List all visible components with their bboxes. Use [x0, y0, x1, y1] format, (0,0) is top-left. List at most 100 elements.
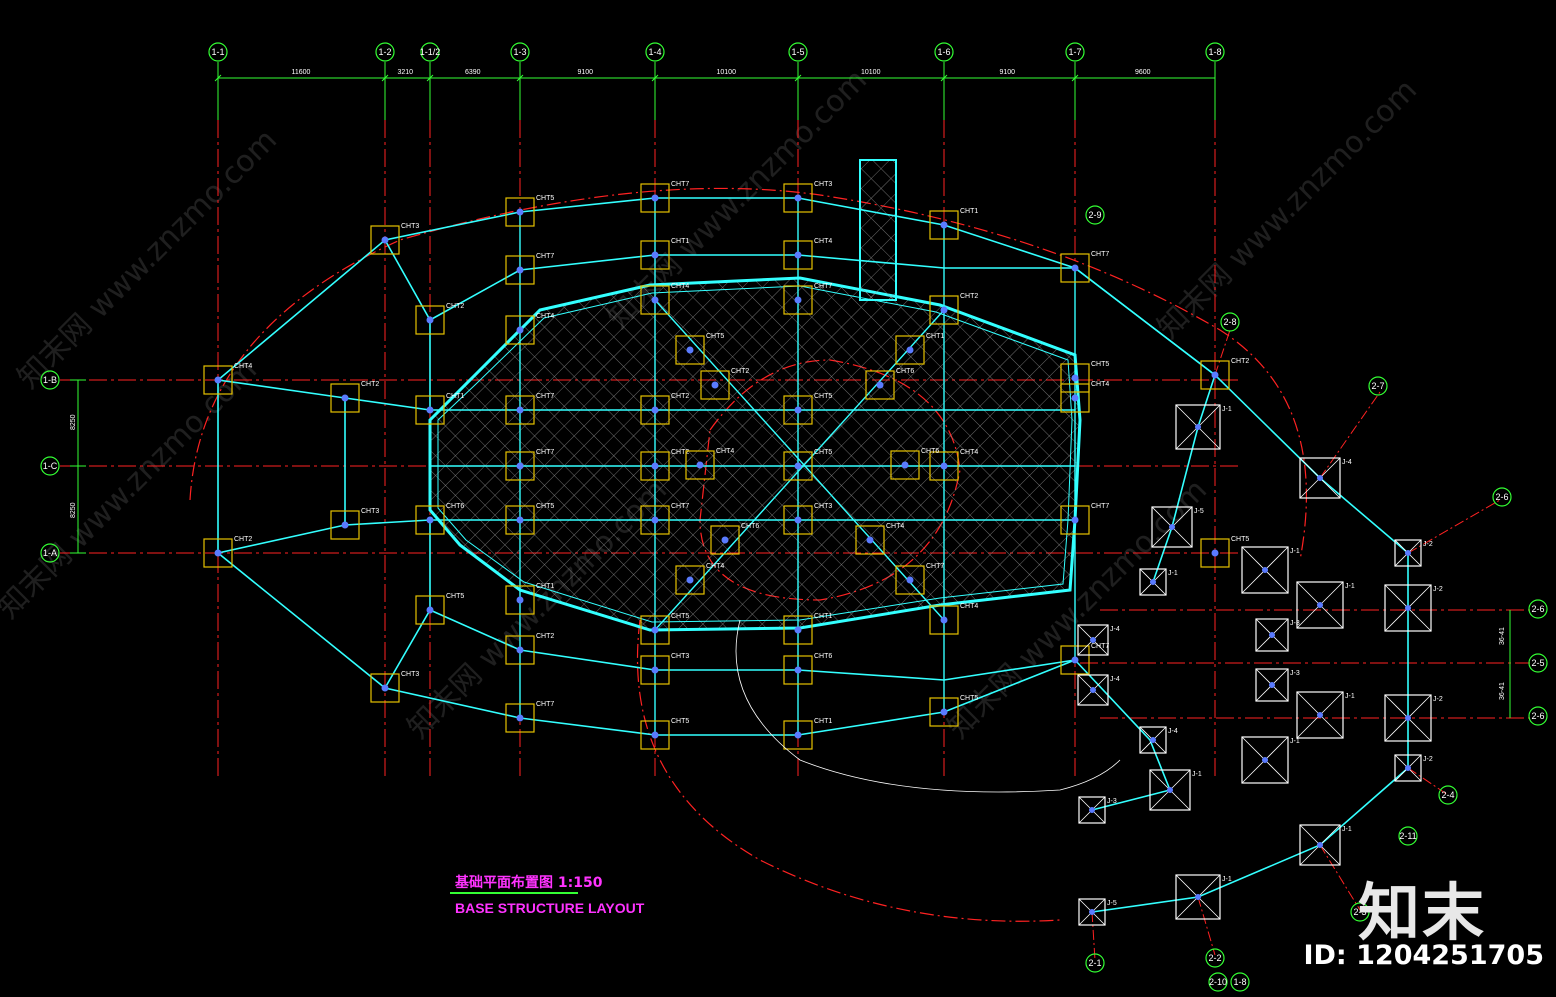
cap-label: CHT3	[361, 508, 379, 515]
pile-cap: CHT5	[783, 393, 832, 425]
cap-label: CHT6	[446, 503, 464, 510]
cap-label: CHT5	[536, 503, 554, 510]
pile-cap: CHT2	[415, 303, 464, 335]
isolated-footing: J-4	[1139, 726, 1178, 754]
axis-bubble: 1-8	[1205, 42, 1225, 62]
pile-cap: CHT6	[710, 523, 759, 555]
footing-label: J-1	[1222, 876, 1232, 883]
axis-bubble: 1-A	[40, 543, 60, 563]
cap-label: CHT2	[536, 633, 554, 640]
axis-bubble: 1-1	[208, 42, 228, 62]
pile-cap: CHT4	[929, 603, 978, 635]
axis-bubble-label: 1-8	[1208, 47, 1221, 57]
isolated-footing: J-1	[1296, 581, 1355, 629]
axis-bubble-label: 1-5	[791, 47, 804, 57]
cap-label: CHT6	[741, 523, 759, 530]
footing-label: J-1	[1168, 570, 1178, 577]
cap-label: CHT7	[1091, 503, 1109, 510]
pile-cap: CHT4	[675, 563, 724, 595]
axis-bubble: 1-B	[40, 370, 60, 390]
footing-label: J-4	[1110, 676, 1120, 683]
hatched-core-area	[428, 276, 1082, 632]
axis-bubble-label: 1-6	[937, 47, 950, 57]
axis-bubble: 1-8	[1230, 972, 1250, 992]
drawing-title-block: 基础平面布置图 1:150 BASE STRUCTURE LAYOUT	[450, 874, 645, 916]
pile-cap: CHT1	[415, 393, 464, 425]
footing-label: J-1	[1290, 738, 1300, 745]
isolated-footing: J-1	[1299, 824, 1352, 866]
cap-label: CHT1	[536, 583, 554, 590]
isolated-footing: J-2	[1394, 754, 1433, 782]
axis-bubble-label: 2-11	[1399, 831, 1416, 841]
cap-label: CHT4	[706, 563, 724, 570]
top-dim-text: 10100	[717, 69, 737, 76]
axis-bubble-label: 1-C	[43, 461, 58, 471]
pile-cap: CHT2	[700, 368, 749, 400]
top-dim-text: 3210	[398, 69, 414, 76]
pile-cap: CHT4	[505, 313, 554, 345]
axis-bubble-label: 2-1	[1088, 958, 1101, 968]
cap-label: CHT7	[536, 449, 554, 456]
isolated-footing: J-3	[1255, 668, 1300, 702]
isolated-footing: J-1	[1139, 568, 1178, 596]
isolated-footing: J-1	[1175, 404, 1232, 450]
pile-cap: CHT7	[1060, 503, 1109, 535]
cap-label: CHT4	[1091, 381, 1109, 388]
axis-bubble-label: 2-5	[1531, 658, 1544, 668]
cap-label: CHT4	[716, 448, 734, 455]
right-dim-1: 36-41	[1499, 627, 1506, 645]
pile-cap: CHT3	[330, 508, 379, 540]
pile-cap: CHT3	[640, 653, 689, 685]
cap-label: CHT3	[401, 671, 419, 678]
isolated-footing: J-3	[1078, 796, 1117, 824]
axis-bubble: 2-7	[1368, 376, 1388, 396]
pile-cap: CHT7	[505, 253, 554, 285]
top-dim-text: 9600	[1135, 69, 1151, 76]
radial-grid-line	[1407, 499, 1501, 554]
pile-cap: CHT6	[890, 448, 939, 480]
radial-grid-line	[1407, 767, 1449, 796]
cap-label: CHT5	[536, 195, 554, 202]
pile-cap: CHT7	[640, 503, 689, 535]
axis-bubble: 2-1	[1085, 953, 1105, 973]
cap-label: CHT5	[1231, 536, 1249, 543]
axis-bubble-label: 2-4	[1441, 790, 1454, 800]
pile-cap: CHT2	[640, 449, 689, 481]
cap-label: CHT1	[446, 393, 464, 400]
isolated-footing: J-4	[1299, 457, 1352, 499]
cap-label: CHT5	[814, 449, 832, 456]
footing-label: J-1	[1222, 406, 1232, 413]
pile-cap: CHT2	[203, 536, 252, 568]
footing-label: J-3	[1290, 620, 1300, 627]
cap-label: CHT2	[1231, 358, 1249, 365]
pile-cap: CHT2	[505, 633, 554, 665]
cap-label: CHT1	[814, 613, 832, 620]
cap-label: CHT3	[814, 503, 832, 510]
axis-bubble-label: 1-8	[1233, 977, 1246, 987]
axis-bubble: 2-6	[1492, 487, 1512, 507]
footing-label: J-1	[1290, 548, 1300, 555]
cap-label: CHT4	[960, 449, 978, 456]
cap-label: CHT2	[731, 368, 749, 375]
cap-label: CHT7	[536, 701, 554, 708]
pile-cap: CHT2	[929, 293, 978, 325]
cap-label: CHT7	[926, 563, 944, 570]
axis-bubble: 2-11	[1398, 826, 1418, 846]
radial-grid-line	[1091, 911, 1096, 961]
axis-bubble-label: 2-10	[1209, 977, 1227, 987]
radial-grid-line	[1214, 329, 1231, 376]
isolated-footing: J-2	[1384, 694, 1443, 742]
isolated-footing: J-3	[1255, 618, 1300, 652]
inner-beams	[430, 198, 1076, 735]
pile-cap: CHT1	[505, 583, 554, 615]
cap-label: CHT5	[671, 718, 689, 725]
axis-bubble-label: 1-3	[513, 47, 526, 57]
brand-watermark: 知末	[1357, 876, 1486, 949]
left-dimension-line	[70, 379, 86, 554]
footing-label: J-4	[1168, 728, 1178, 735]
isolated-footing: J-5	[1151, 506, 1204, 548]
left-dim-2: 8250	[70, 502, 77, 518]
